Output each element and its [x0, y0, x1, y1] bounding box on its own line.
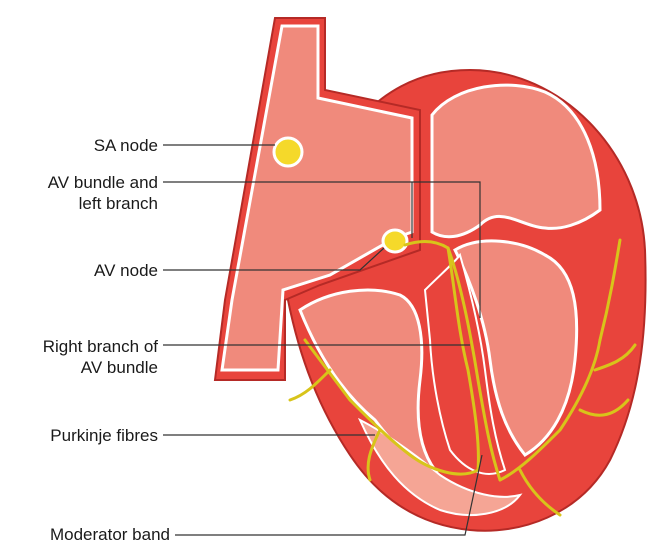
- label-av-bundle: AV bundle and left branch: [48, 172, 158, 214]
- av-node-marker: [383, 230, 407, 252]
- label-sa-node: SA node: [94, 135, 158, 156]
- label-av-node: AV node: [94, 260, 158, 281]
- label-moderator-band: Moderator band: [50, 524, 170, 545]
- label-right-branch: Right branch of AV bundle: [43, 336, 158, 378]
- sa-node-marker: [274, 138, 302, 166]
- label-purkinje-fibres: Purkinje fibres: [50, 425, 158, 446]
